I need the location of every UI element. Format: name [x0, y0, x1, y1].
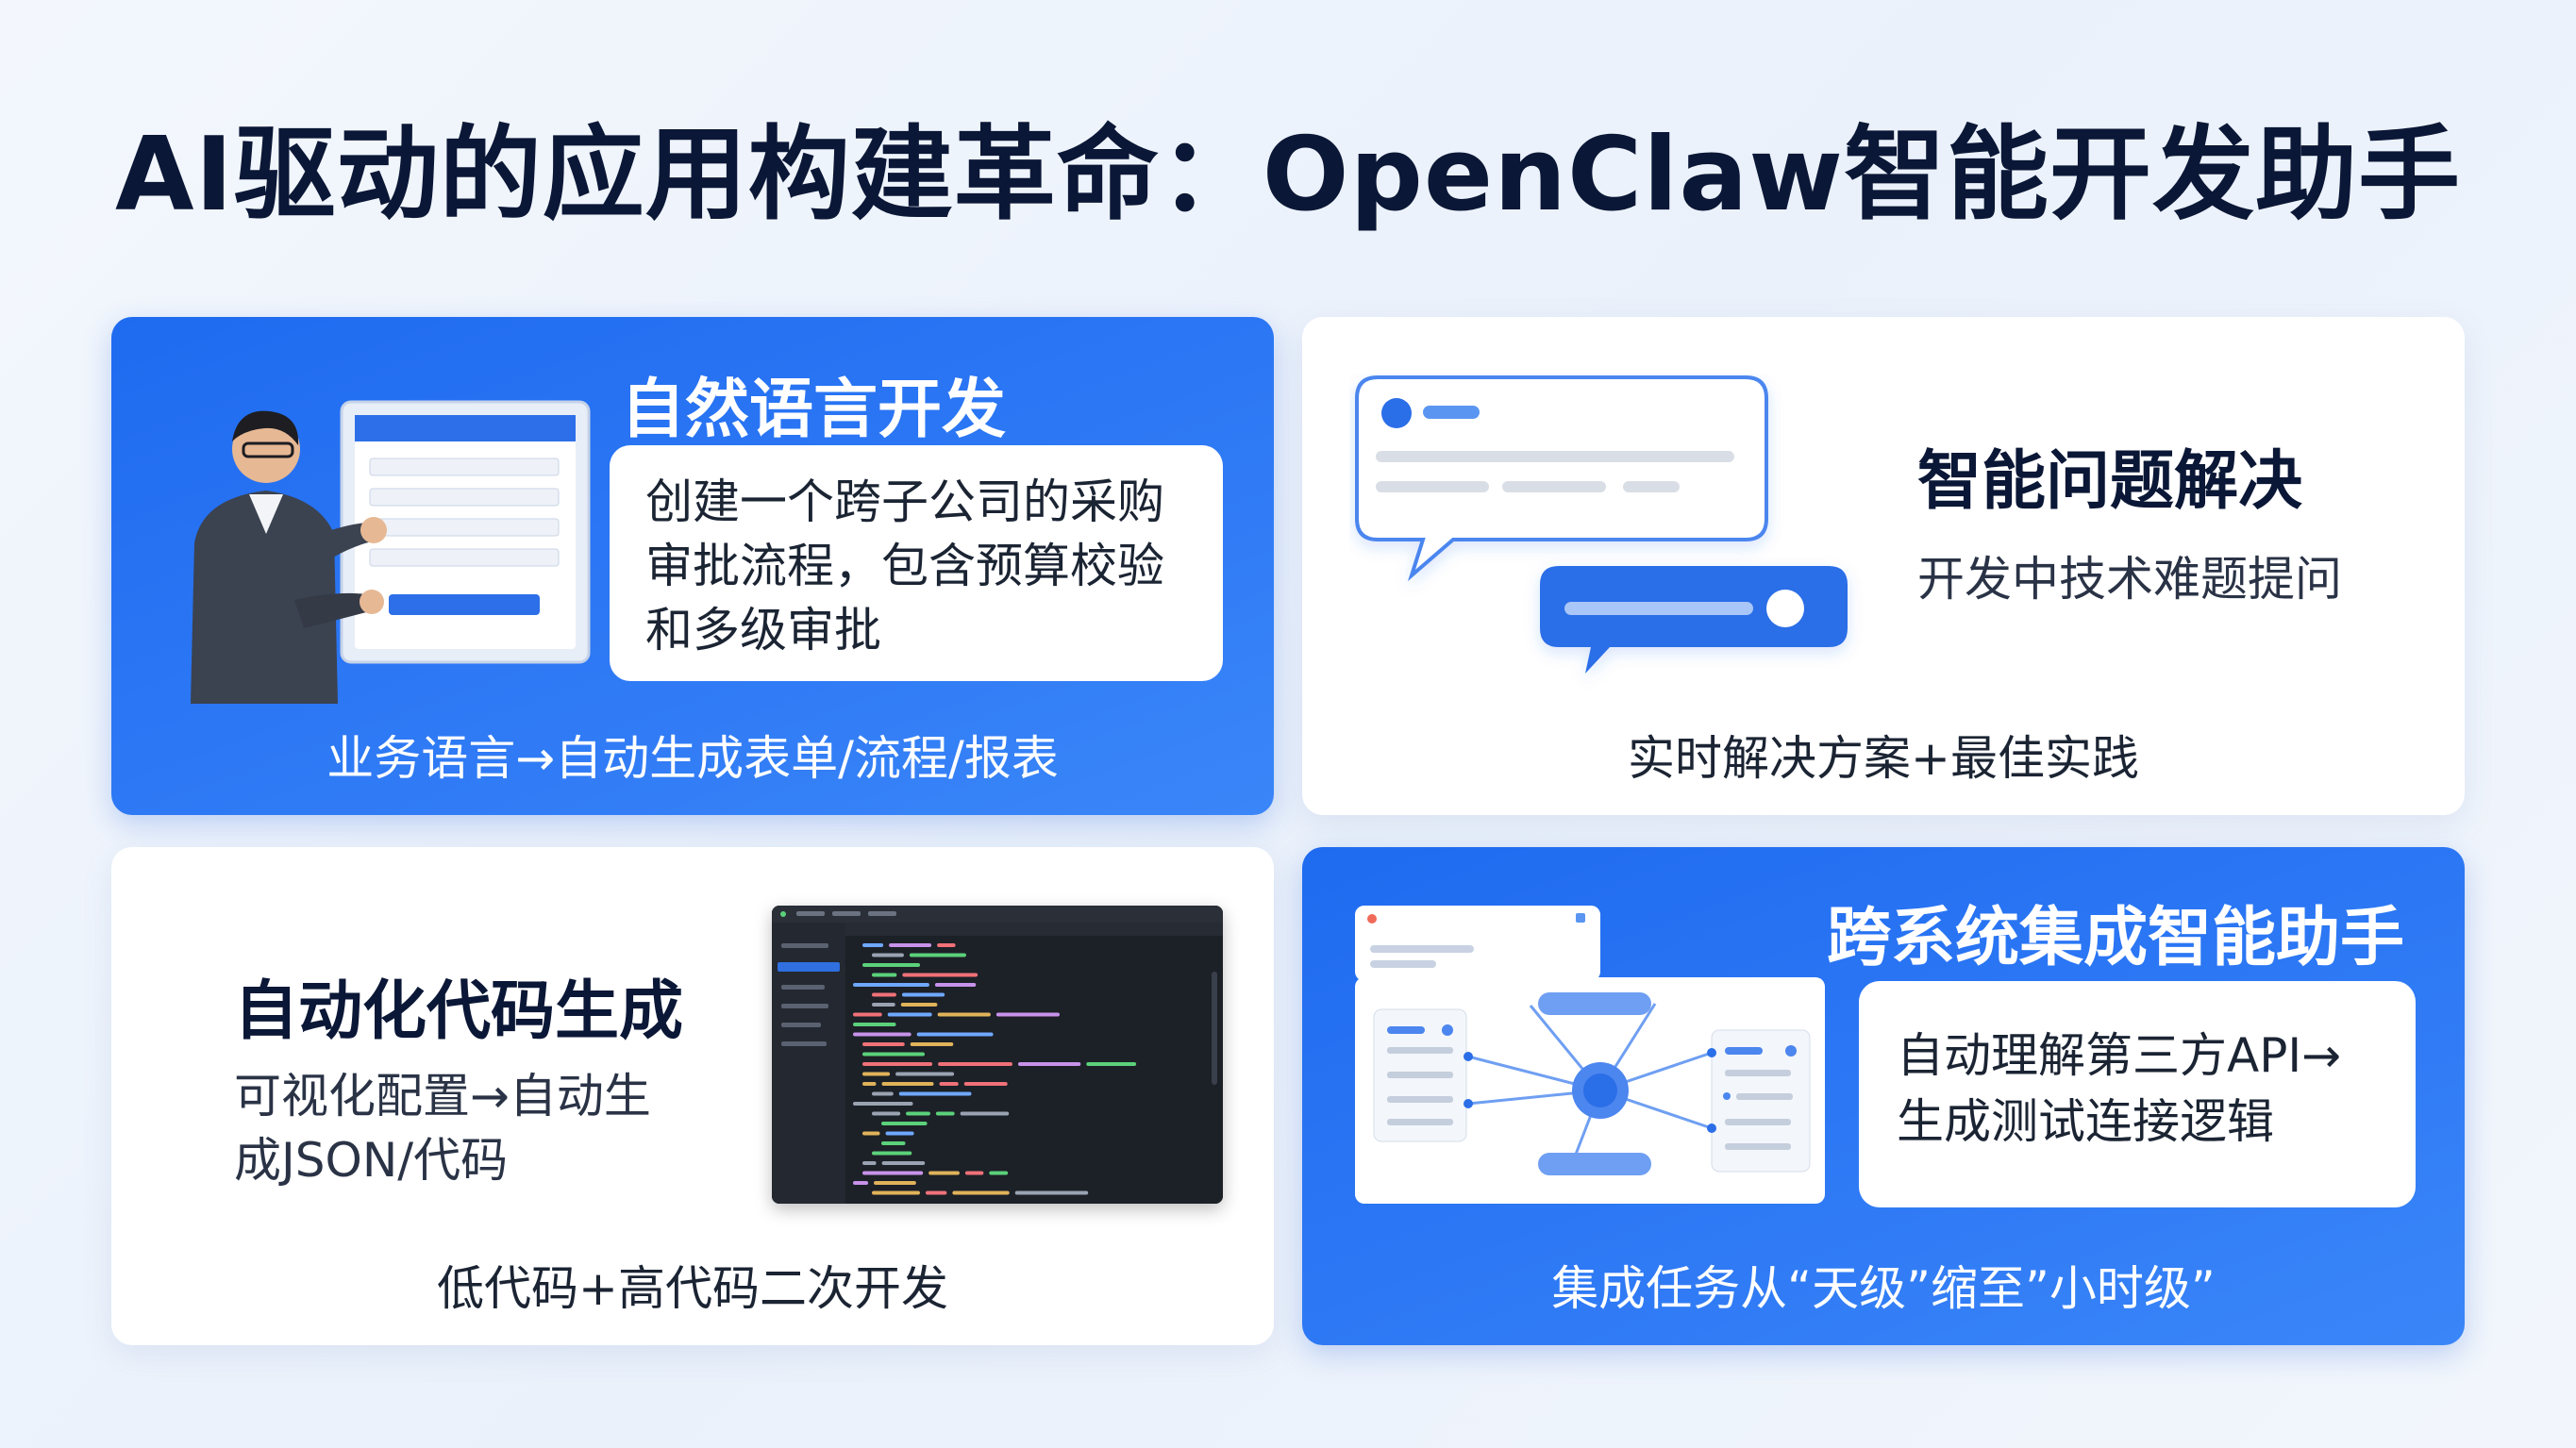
chat-bubbles-icon: [1355, 375, 1848, 674]
code-token: [872, 1003, 895, 1007]
code-token: [872, 953, 904, 957]
card-code-generation: 自动化代码生成 可视化配置→自动生 成JSON/代码 低代码+高代码二次开发: [111, 847, 1274, 1345]
code-token: [853, 1102, 913, 1106]
code-token: [853, 983, 929, 987]
description-line: 成JSON/代码: [234, 1133, 509, 1188]
code-token: [925, 1190, 947, 1195]
code-token: [937, 1012, 991, 1017]
code-token: [862, 1171, 924, 1175]
code-token: [916, 1032, 994, 1037]
code-token: [1014, 1190, 1089, 1195]
code-token: [937, 943, 956, 947]
code-token: [881, 1082, 934, 1086]
code-token: [1017, 1062, 1081, 1066]
code-token: [862, 1131, 880, 1136]
code-token: [995, 1012, 1060, 1017]
code-token: [874, 1181, 916, 1185]
code-token: [900, 1003, 938, 1007]
code-token: [862, 1161, 877, 1165]
code-token: [889, 943, 932, 947]
code-token: [862, 963, 921, 967]
card-subline: 集成任务从“天级”缩至”小时级”: [1551, 1261, 2216, 1316]
code-token: [862, 1072, 891, 1076]
detail-line: 自动理解第三方API→: [1897, 1028, 2341, 1083]
code-token: [934, 983, 977, 987]
code-token: [887, 1012, 932, 1017]
code-token: [939, 1082, 959, 1086]
code-token: [928, 1171, 960, 1175]
code-token: [902, 973, 979, 977]
code-token: [935, 1111, 955, 1116]
code-token: [885, 1131, 914, 1136]
code-token: [853, 1023, 896, 1026]
code-token: [853, 1012, 882, 1017]
code-token: [881, 1161, 926, 1165]
code-token: [910, 1042, 954, 1046]
page-title: AI驱动的应用构建革命：OpenClaw智能开发助手: [115, 116, 2461, 234]
code-editor-screenshot: [772, 906, 1223, 1204]
detail-line: 生成测试连接逻辑: [1897, 1094, 2274, 1149]
code-token: [881, 1141, 906, 1145]
card-problem-solving: 智能问题解决 开发中技术难题提问 实时解决方案+最佳实践: [1302, 317, 2465, 815]
card-subline: 实时解决方案+最佳实践: [1628, 731, 2139, 786]
description-line: 可视化配置→自动生: [234, 1069, 651, 1123]
code-token: [862, 1062, 933, 1066]
code-token: [906, 1111, 930, 1116]
code-token: [862, 1042, 905, 1046]
card-subline: 业务语言→自动生成表单/流程/报表: [326, 731, 1059, 786]
card-heading: 跨系统集成智能助手: [1827, 901, 2405, 975]
code-token: [862, 1052, 926, 1057]
person-touchscreen-illustration: [191, 400, 591, 704]
code-token: [895, 1072, 955, 1076]
code-token: [862, 943, 884, 947]
code-token: [909, 953, 966, 957]
code-token: [872, 973, 897, 977]
code-token: [963, 1082, 1008, 1086]
code-token: [952, 1190, 1010, 1195]
code-token: [898, 1091, 972, 1096]
code-token: [872, 1111, 901, 1116]
card-heading: 智能问题解决: [1917, 444, 2303, 519]
code-token: [989, 1171, 1009, 1175]
prompt-line: 创建一个跨子公司的采购: [645, 474, 1164, 529]
network-integration-illustration: [1355, 906, 1825, 1204]
code-token: [960, 1111, 1010, 1116]
code-token: [872, 1091, 894, 1096]
code-token: [872, 992, 896, 997]
code-token: [853, 1032, 912, 1037]
card-description: 可视化配置→自动生 成JSON/代码: [234, 1064, 651, 1192]
code-token: [881, 1122, 928, 1125]
code-token: [964, 1171, 984, 1175]
code-token: [872, 1151, 912, 1156]
code-token: [901, 992, 945, 997]
card-integration: 跨系统集成智能助手 自动理解第三方API→ 生成测试连接逻辑 集成任务从“天级”…: [1302, 847, 2465, 1345]
feature-detail-box: 自动理解第三方API→ 生成测试连接逻辑: [1859, 981, 2416, 1207]
card-description: 开发中技术难题提问: [1917, 552, 2342, 607]
card-natural-language: 自然语言开发 创建一个跨子公司的采购 审批流程，包含预算校验 和多级审批 业务语…: [111, 317, 1274, 815]
code-token: [1086, 1062, 1137, 1066]
card-subline: 低代码+高代码二次开发: [437, 1261, 948, 1316]
prompt-line: 和多级审批: [645, 603, 881, 657]
code-token: [862, 1082, 877, 1086]
prompt-example-box: 创建一个跨子公司的采购 审批流程，包含预算校验 和多级审批: [610, 445, 1223, 681]
code-token: [853, 1181, 869, 1185]
card-heading: 自动化代码生成: [234, 974, 684, 1049]
prompt-line: 审批流程，包含预算校验: [645, 539, 1164, 593]
code-token: [938, 1062, 1012, 1066]
card-heading: 自然语言开发: [621, 373, 1007, 447]
code-token: [872, 1190, 920, 1195]
